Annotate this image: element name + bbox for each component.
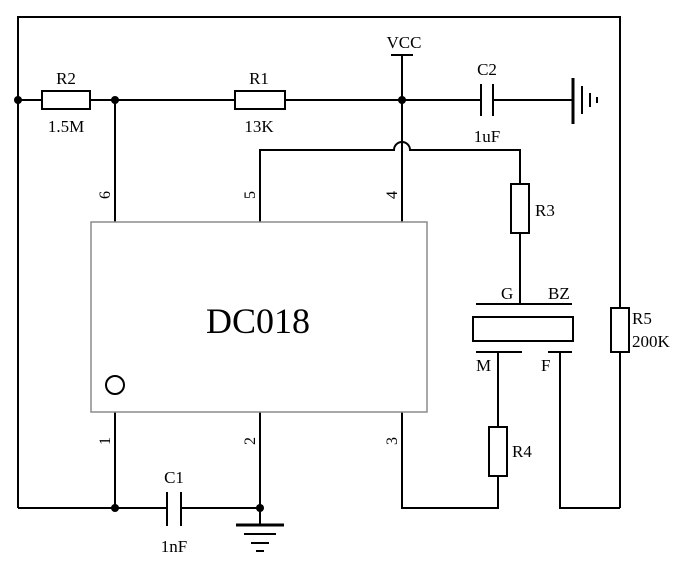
- junction-dot: [14, 96, 22, 104]
- resistor-r3: [510, 183, 530, 234]
- buzzer-terminal-g: G: [501, 284, 513, 303]
- r2-value: 1.5M: [48, 117, 84, 136]
- c2-ref: C2: [477, 60, 497, 79]
- r1-ref: R1: [249, 69, 269, 88]
- c2-value: 1uF: [474, 127, 500, 146]
- pin-number-6: 6: [97, 191, 114, 199]
- r2-ref: R2: [56, 69, 76, 88]
- c1-ref: C1: [164, 468, 184, 487]
- wire-pin3-r4: [401, 412, 499, 509]
- ic-name: DC018: [206, 301, 310, 341]
- wire-f-r5: [559, 352, 620, 509]
- junction-dot: [111, 96, 119, 104]
- pin-number-5: 5: [242, 191, 259, 199]
- buzzer-ref: BZ: [548, 284, 570, 303]
- buzzer-body: [472, 316, 574, 342]
- ic-body: [90, 221, 428, 413]
- pin-number-3: 3: [384, 437, 401, 445]
- resistor-r1: [234, 90, 286, 110]
- buzzer-terminal-f: F: [541, 356, 550, 375]
- pin-number-1: 1: [97, 437, 114, 445]
- pin1-marker-icon: [105, 375, 125, 395]
- resistor-r4: [488, 426, 508, 477]
- resistor-r5: [610, 307, 630, 353]
- resistor-bodies: [41, 90, 630, 477]
- junction-dot: [256, 504, 264, 512]
- r1-value: 13K: [244, 117, 274, 136]
- junction-dot: [111, 504, 119, 512]
- pin-number-4: 4: [384, 191, 401, 199]
- resistor-r2: [41, 90, 91, 110]
- ground-symbols: [236, 78, 598, 552]
- r5-value: 200K: [632, 332, 671, 351]
- wire-top-loop: [17, 16, 621, 308]
- capacitor-plates: [166, 84, 494, 526]
- buzzer-terminal-m: M: [476, 356, 491, 375]
- c1-value: 1nF: [161, 537, 187, 556]
- buzzer-plates: [476, 303, 572, 353]
- r3-ref: R3: [535, 201, 555, 220]
- r4-ref: R4: [512, 442, 532, 461]
- junctions: [14, 96, 406, 512]
- r5-ref: R5: [632, 309, 652, 328]
- junction-dot: [398, 96, 406, 104]
- wire-pin5-r3: [259, 141, 521, 222]
- pin-number-2: 2: [242, 437, 259, 445]
- vcc-label: VCC: [387, 33, 422, 52]
